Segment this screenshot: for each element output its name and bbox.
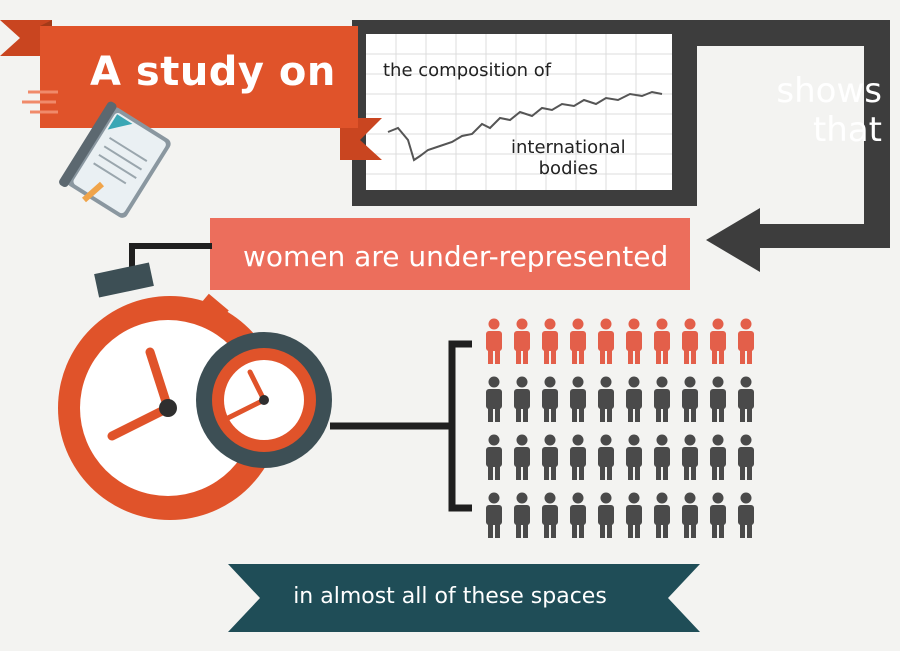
person-icon bbox=[570, 492, 586, 538]
person-icon bbox=[598, 492, 614, 538]
person-icon bbox=[682, 318, 698, 364]
person-icon bbox=[514, 318, 530, 364]
topic-lines-2-3: international bodies bbox=[511, 137, 626, 179]
bracket bbox=[330, 340, 472, 512]
stopwatch-icon bbox=[196, 332, 332, 468]
person-icon bbox=[486, 376, 502, 422]
person-icon bbox=[654, 434, 670, 480]
person-icon bbox=[626, 434, 642, 480]
person-icon bbox=[514, 492, 530, 538]
person-icon bbox=[486, 318, 502, 364]
finding-bar bbox=[210, 218, 690, 290]
person-icon bbox=[542, 376, 558, 422]
person-icon bbox=[710, 376, 726, 422]
connector-line bbox=[129, 243, 212, 272]
person-icon bbox=[626, 492, 642, 538]
pen-icon bbox=[82, 181, 104, 203]
person-icon bbox=[598, 318, 614, 364]
person-icon bbox=[542, 492, 558, 538]
shows-that-label: shows that bbox=[752, 71, 882, 151]
intro-label: A study on bbox=[90, 49, 336, 95]
person-icon bbox=[710, 434, 726, 480]
shows-line-2: that bbox=[812, 110, 882, 151]
person-icon bbox=[598, 376, 614, 422]
person-icon bbox=[682, 376, 698, 422]
person-icon bbox=[626, 318, 642, 364]
people-grid bbox=[486, 318, 754, 538]
intro-ribbon bbox=[0, 20, 382, 160]
person-icon bbox=[486, 492, 502, 538]
arrow-left-icon bbox=[690, 20, 890, 272]
person-icon bbox=[654, 318, 670, 364]
person-icon bbox=[542, 434, 558, 480]
person-icon bbox=[570, 434, 586, 480]
topic-line-3: bodies bbox=[538, 157, 598, 179]
person-icon bbox=[570, 376, 586, 422]
person-icon bbox=[682, 492, 698, 538]
line-chart-icon bbox=[352, 20, 697, 206]
conclusion-ribbon bbox=[228, 564, 700, 632]
person-icon bbox=[738, 492, 754, 538]
person-icon bbox=[570, 318, 586, 364]
shows-line-1: shows bbox=[776, 71, 882, 111]
person-icon bbox=[738, 318, 754, 364]
person-icon bbox=[514, 376, 530, 422]
finding-label: women are under-represented bbox=[243, 240, 669, 273]
person-icon bbox=[626, 376, 642, 422]
person-icon bbox=[682, 434, 698, 480]
person-icon bbox=[738, 376, 754, 422]
person-icon bbox=[654, 376, 670, 422]
person-icon bbox=[654, 492, 670, 538]
person-icon bbox=[542, 318, 558, 364]
person-icon bbox=[738, 434, 754, 480]
person-icon bbox=[486, 434, 502, 480]
person-icon bbox=[710, 318, 726, 364]
topic-line-2: international bbox=[511, 137, 626, 158]
person-icon bbox=[514, 434, 530, 480]
person-icon bbox=[598, 434, 614, 480]
conclusion-label: in almost all of these spaces bbox=[293, 584, 607, 609]
person-icon bbox=[710, 492, 726, 538]
topic-line-1: the composition of bbox=[383, 60, 552, 81]
